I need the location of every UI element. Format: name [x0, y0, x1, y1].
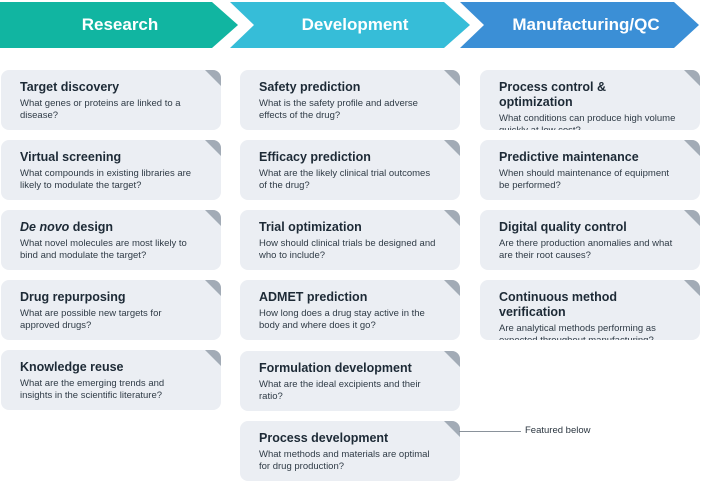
corner-fold-icon — [205, 280, 221, 296]
card-description: What methods and materials are optimal f… — [259, 449, 430, 472]
card-title: Digital quality control — [499, 220, 627, 234]
callout-line — [459, 431, 521, 432]
card-title: Drug repurposing — [20, 290, 126, 304]
corner-fold-icon — [684, 280, 700, 296]
card-title: Knowledge reuse — [20, 360, 124, 374]
card-digital-quality-control: Digital quality control Are there produc… — [480, 210, 700, 270]
development-chevron-shape — [230, 2, 470, 48]
corner-fold-icon — [205, 210, 221, 226]
card-predictive-maintenance: Predictive maintenance When should maint… — [480, 140, 700, 200]
card-target-discovery: Target discovery What genes or proteins … — [1, 70, 221, 130]
card-formulation-development: Formulation development What are the ide… — [240, 351, 460, 411]
card-drug-repurposing: Drug repurposing What are possible new t… — [1, 280, 221, 340]
card-admet-prediction: ADMET prediction How long does a drug st… — [240, 280, 460, 340]
corner-fold-icon — [684, 70, 700, 86]
corner-fold-icon — [444, 351, 460, 367]
card-virtual-screening: Virtual screening What compounds in exis… — [1, 140, 221, 200]
card-title: Virtual screening — [20, 150, 122, 164]
card-title: Trial optimization — [259, 220, 362, 234]
corner-fold-icon — [205, 350, 221, 366]
stage-development: Development — [230, 2, 470, 48]
corner-fold-icon — [444, 280, 460, 296]
card-description: What are the ideal excipients and their … — [259, 379, 421, 402]
card-efficacy-prediction: Efficacy prediction What are the likely … — [240, 140, 460, 200]
corner-fold-icon — [444, 140, 460, 156]
card-description: What novel molecules are most likely to … — [20, 238, 187, 261]
card-trial-optimization: Trial optimization How should clinical t… — [240, 210, 460, 270]
card-title: Continuous method verification — [499, 290, 618, 319]
card-title: Target discovery — [20, 80, 120, 94]
card-title: Predictive maintenance — [499, 150, 639, 164]
card-title: ADMET prediction — [259, 290, 368, 304]
card-process-control: Process control & optimization What cond… — [480, 70, 700, 130]
card-de-novo-design: De novo design What novel molecules are … — [1, 210, 221, 270]
card-title-italic: De novo — [20, 220, 70, 234]
card-description: What are the likely clinical trial outco… — [259, 168, 431, 191]
card-description: What conditions can produce high volume … — [499, 113, 676, 130]
corner-fold-icon — [205, 70, 221, 86]
manufacturing-chevron-shape — [460, 2, 699, 48]
corner-fold-icon — [205, 140, 221, 156]
card-description: Are there production anomalies and what … — [499, 238, 673, 261]
card-description: What compounds in existing libraries are… — [20, 168, 192, 191]
card-description: How long does a drug stay active in the … — [259, 308, 425, 331]
corner-fold-icon — [444, 210, 460, 226]
corner-fold-icon — [444, 70, 460, 86]
card-description: What genes or proteins are linked to a d… — [20, 98, 181, 121]
corner-fold-icon — [684, 140, 700, 156]
research-chevron-shape — [0, 2, 238, 48]
card-description: How should clinical trials be designed a… — [259, 238, 436, 261]
card-title: De novo design — [20, 220, 197, 235]
card-safety-prediction: Safety prediction What is the safety pro… — [240, 70, 460, 130]
card-description: What are possible new targets for approv… — [20, 308, 162, 331]
card-description: When should maintenance of equipment be … — [499, 168, 670, 191]
stage-research: Research — [0, 2, 240, 48]
card-knowledge-reuse: Knowledge reuse What are the emerging tr… — [1, 350, 221, 410]
callout-label: Featured below — [525, 425, 591, 436]
card-process-development: Process development What methods and mat… — [240, 421, 460, 481]
card-title-rest: design — [69, 220, 114, 234]
card-title: Efficacy prediction — [259, 150, 371, 164]
card-continuous-method-verification: Continuous method verification Are analy… — [480, 280, 700, 340]
corner-fold-icon — [684, 210, 700, 226]
stage-manufacturing-label: Manufacturing/QC — [512, 15, 660, 34]
stage-research-label: Research — [81, 15, 159, 34]
stage-manufacturing: Manufacturing/QC — [460, 2, 700, 48]
card-description: What are the emerging trends and insight… — [20, 378, 165, 401]
card-description: Are analytical methods performing as exp… — [499, 323, 656, 340]
card-title: Formulation development — [259, 361, 412, 375]
card-title: Process control & optimization — [499, 80, 606, 109]
card-title: Process development — [259, 431, 389, 445]
corner-fold-icon — [444, 421, 460, 437]
stage-development-label: Development — [301, 15, 409, 34]
card-description: What is the safety profile and adverse e… — [259, 98, 418, 121]
card-title: Safety prediction — [259, 80, 361, 94]
